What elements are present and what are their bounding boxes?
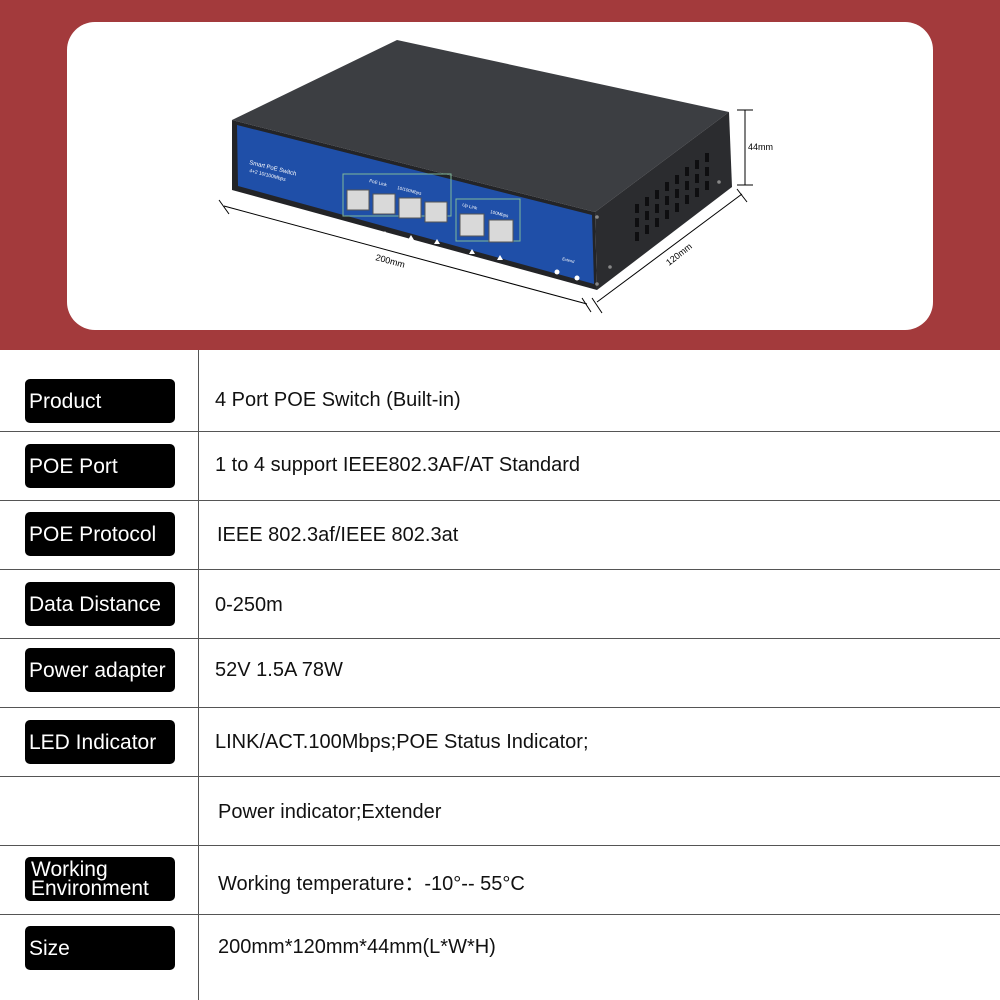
spec-value-poe-port: 1 to 4 support IEEE802.3AF/AT Standard (215, 454, 581, 476)
switch-top-face (232, 40, 729, 212)
row-divider (0, 569, 1000, 570)
row-divider (0, 500, 1000, 501)
spec-value-data-distance: 0-250m (215, 594, 283, 616)
column-divider (198, 350, 199, 1000)
dim-length-label: 200mm (374, 252, 406, 269)
spec-value-led-indicator-extra: Power indicator;Extender (218, 801, 442, 823)
uplink-port-1 (459, 213, 485, 237)
poe-port-3 (398, 197, 422, 219)
uplink-speed-label: 100Mbps (490, 209, 510, 219)
dim-height-label: 44mm (748, 142, 773, 152)
screw-hole (717, 180, 721, 184)
poe-port-group-frame (342, 173, 452, 217)
product-image-card: Smart PoE Switch 4+2 10/100Mbps PoE Link… (67, 22, 933, 330)
dim-length-line (223, 205, 588, 305)
spec-label-size: Size (25, 926, 175, 970)
spec-label-poe-protocol: POE Protocol (25, 512, 175, 556)
port-arrows (356, 227, 503, 260)
dim-width-line (596, 193, 743, 303)
spec-label-data-distance: Data Distance (25, 582, 175, 626)
spec-table: Product 4 Port POE Switch (Built-in) POE… (0, 350, 1000, 1000)
spec-label-product: Product (25, 379, 175, 423)
spec-label-working-environment: Working Environment (25, 857, 175, 901)
dim-width-label: 120mm (664, 241, 694, 267)
row-divider (0, 914, 1000, 915)
row-divider (0, 638, 1000, 639)
switch-side-face (595, 112, 732, 290)
screw-hole (595, 282, 599, 286)
poe-link-label: PoE Link (369, 178, 388, 187)
spec-label-power-adapter: Power adapter (25, 648, 175, 692)
spec-label-led-indicator: LED Indicator (25, 720, 175, 764)
spec-value-power-adapter: 52V 1.5A 78W (215, 659, 343, 681)
uplink-ports (459, 213, 514, 243)
row-divider (0, 776, 1000, 777)
row-divider (0, 707, 1000, 708)
row-divider (0, 431, 1000, 432)
poe-port-1 (346, 189, 370, 211)
uplink-port-2 (488, 219, 514, 243)
spec-label-working-line1: Working (31, 858, 108, 881)
spec-label-working-line2: Environment (31, 877, 149, 900)
extend-label: Extend (562, 256, 575, 264)
spec-value-working-environment: Working temperature：-10°-- 55°C (218, 873, 525, 895)
spec-value-product: 4 Port POE Switch (Built-in) (215, 389, 461, 411)
poe-speed-label: 10/100Mbps (397, 185, 423, 196)
uplink-label: Up Link (462, 202, 479, 211)
power-led (554, 269, 560, 275)
extend-led (574, 275, 580, 281)
poe-port-4 (424, 201, 448, 223)
screw-hole (608, 265, 612, 269)
poe-switch-illustration: Smart PoE Switch 4+2 10/100Mbps PoE Link… (218, 40, 773, 314)
row-divider (0, 845, 1000, 846)
screw-hole (595, 215, 599, 219)
spec-value-led-indicator: LINK/ACT.100Mbps;POE Status Indicator; (215, 731, 589, 753)
poe-ports (346, 189, 448, 223)
side-vents (635, 153, 709, 241)
uplink-port-group-frame (455, 198, 521, 242)
poe-port-2 (372, 193, 396, 215)
spec-value-size: 200mm*120mm*44mm(L*W*H) (218, 936, 496, 958)
spec-label-poe-port: POE Port (25, 444, 175, 488)
spec-value-poe-protocol: IEEE 802.3af/IEEE 802.3at (217, 524, 459, 546)
